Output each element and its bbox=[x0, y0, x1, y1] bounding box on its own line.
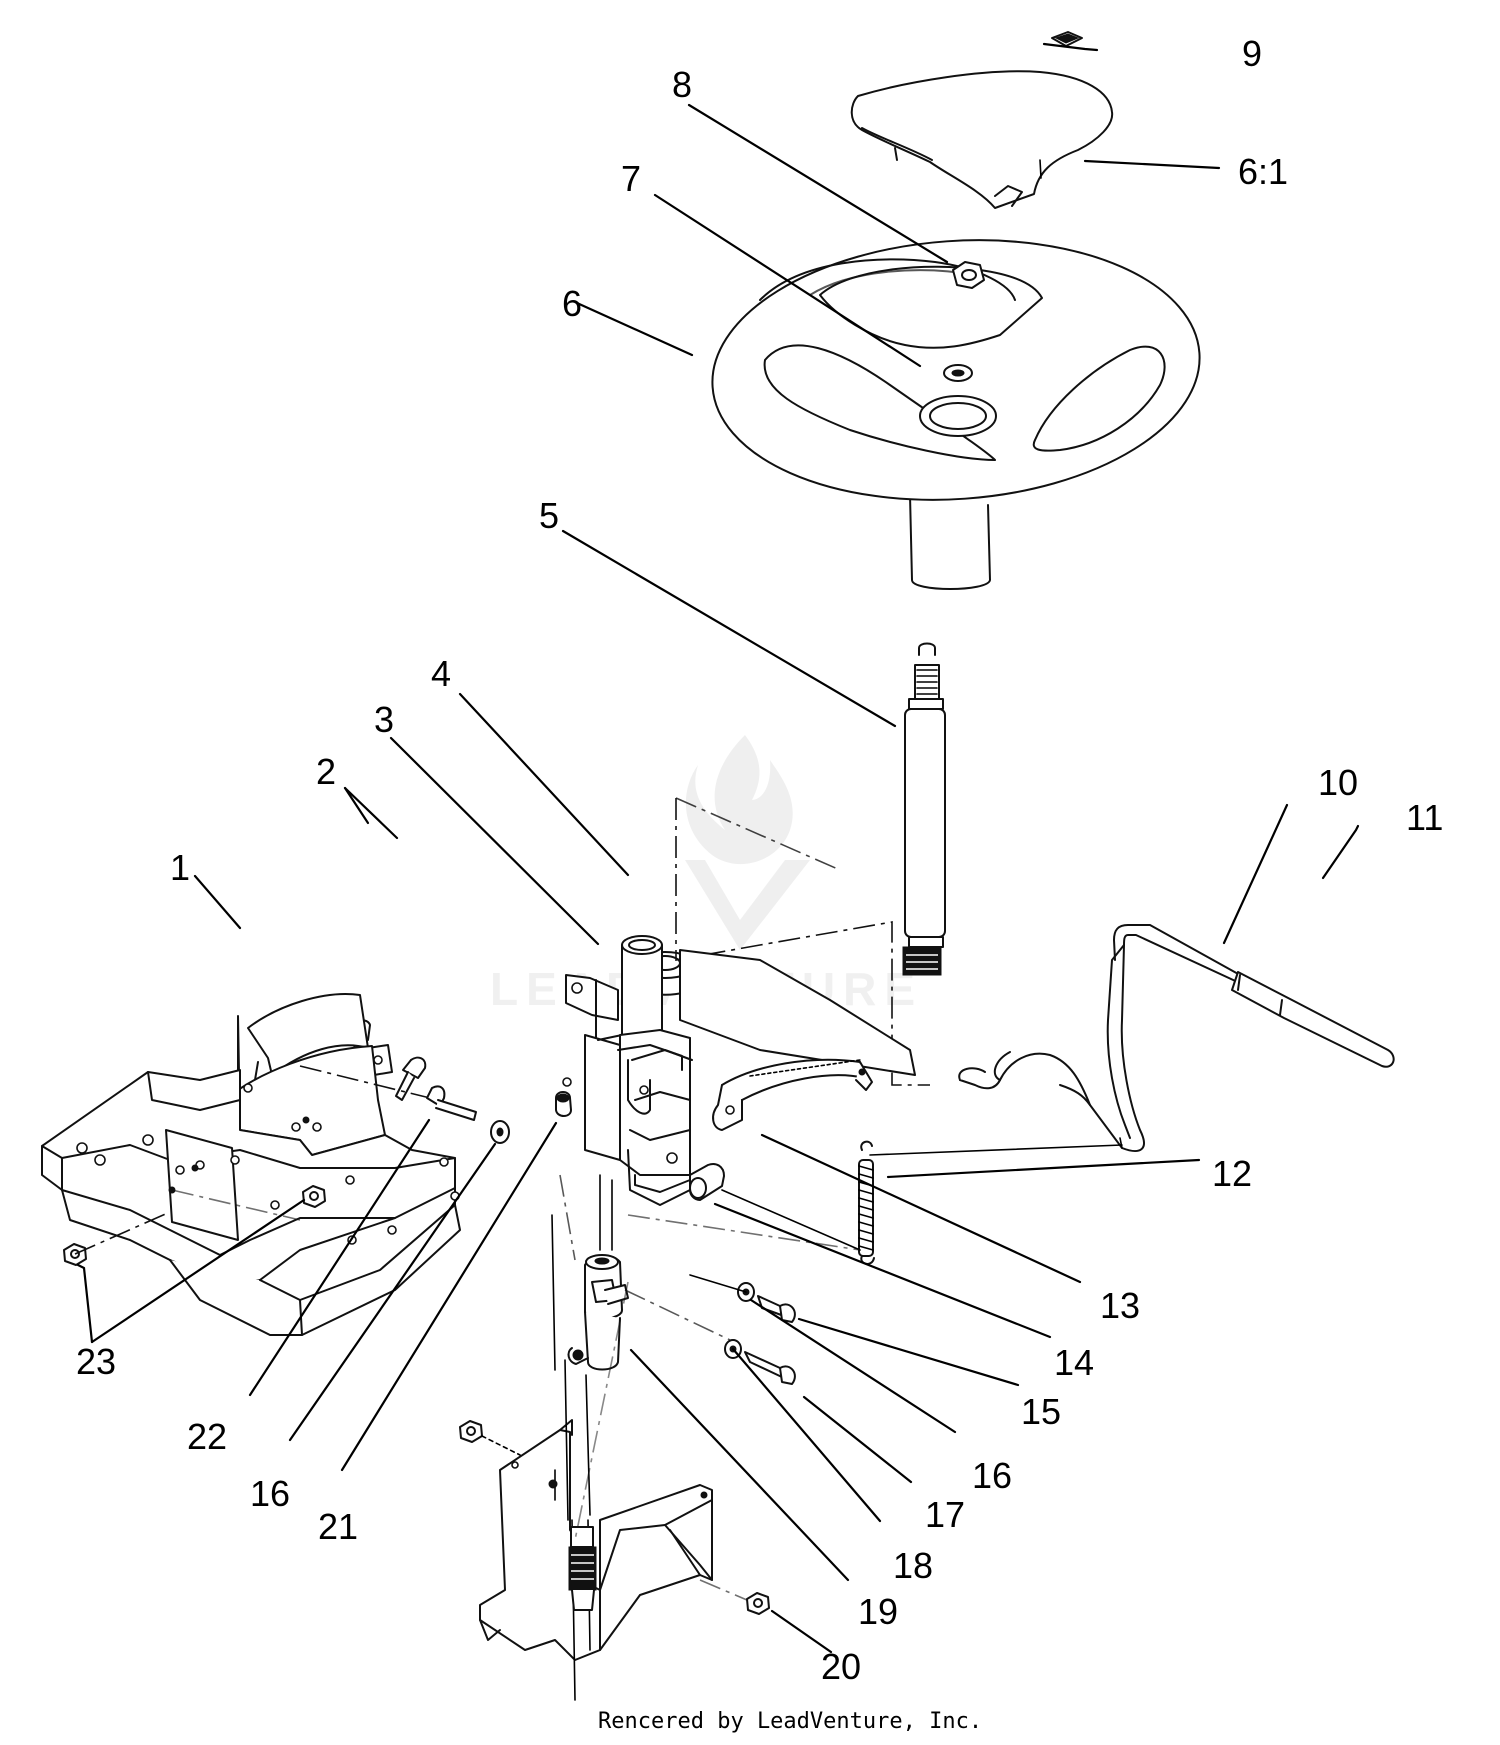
part-8-nut bbox=[952, 261, 985, 289]
callout-14: 14 bbox=[1054, 1342, 1094, 1383]
part-13-lower-clamp bbox=[712, 1058, 873, 1131]
callout-11: 11 bbox=[1406, 797, 1443, 838]
render-credit: Rencered by LeadVenture, Inc. bbox=[598, 1709, 982, 1734]
callout-17: 17 bbox=[925, 1494, 965, 1535]
part-6-1-hub-cap bbox=[850, 70, 1114, 209]
callout-19: 19 bbox=[858, 1591, 898, 1632]
part-17-bolt bbox=[744, 1351, 796, 1385]
part-11-handle-grip bbox=[1231, 971, 1395, 1068]
callout-5: 5 bbox=[539, 495, 559, 536]
callout-7: 7 bbox=[621, 158, 641, 199]
lower-steering-shaft bbox=[551, 1214, 629, 1701]
part-7-washer bbox=[943, 364, 973, 382]
part-21-spacer bbox=[555, 1091, 572, 1117]
callout-16-left: 16 bbox=[250, 1473, 290, 1514]
callout-23: 23 bbox=[76, 1341, 116, 1382]
part-5-steering-shaft bbox=[902, 642, 946, 976]
part-6-steering-wheel bbox=[711, 239, 1201, 590]
part-16-washer-left bbox=[490, 1120, 510, 1144]
lower-mounting-bracket bbox=[479, 1419, 713, 1661]
part-19-u-joint bbox=[567, 1254, 731, 1371]
callout-16-right: 16 bbox=[972, 1455, 1012, 1496]
part-9-emblem bbox=[1051, 31, 1083, 47]
callout-22: 22 bbox=[187, 1416, 227, 1457]
callout-8: 8 bbox=[672, 64, 692, 105]
callout-15: 15 bbox=[1021, 1391, 1061, 1432]
leader-lines bbox=[76, 42, 1360, 1654]
part-3-steering-column bbox=[559, 797, 930, 1261]
callout-20: 20 bbox=[821, 1646, 861, 1687]
part-22-bolt bbox=[426, 1085, 477, 1121]
callout-13: 13 bbox=[1100, 1285, 1140, 1326]
callout-9: 9 bbox=[1242, 33, 1262, 74]
callout-21: 21 bbox=[318, 1506, 358, 1547]
callout-12: 12 bbox=[1212, 1153, 1252, 1194]
callout-labels: 9 6:1 8 7 6 5 4 3 2 1 10 11 12 13 14 15 … bbox=[76, 33, 1443, 1687]
callout-6: 6 bbox=[562, 283, 582, 324]
part-15-bolt bbox=[757, 1295, 796, 1323]
lever-link-line bbox=[869, 1137, 1123, 1156]
callout-1: 1 bbox=[170, 847, 190, 888]
left-mounting-bracket bbox=[41, 1015, 461, 1336]
callout-18: 18 bbox=[893, 1545, 933, 1586]
part-14-pivot-pin bbox=[627, 1163, 861, 1251]
callout-10: 10 bbox=[1318, 762, 1358, 803]
callout-4: 4 bbox=[431, 653, 451, 694]
part-12-spring bbox=[858, 1140, 875, 1265]
callout-3: 3 bbox=[374, 699, 394, 740]
callout-6-1: 6:1 bbox=[1238, 151, 1288, 192]
part-23-nuts bbox=[63, 1185, 326, 1266]
callout-2: 2 bbox=[316, 751, 336, 792]
part-10-lever-rod bbox=[958, 924, 1245, 1152]
part-20-nuts bbox=[459, 1420, 770, 1615]
flame-v-logo-icon bbox=[685, 735, 810, 950]
part-15-alignment-line bbox=[689, 1274, 747, 1293]
